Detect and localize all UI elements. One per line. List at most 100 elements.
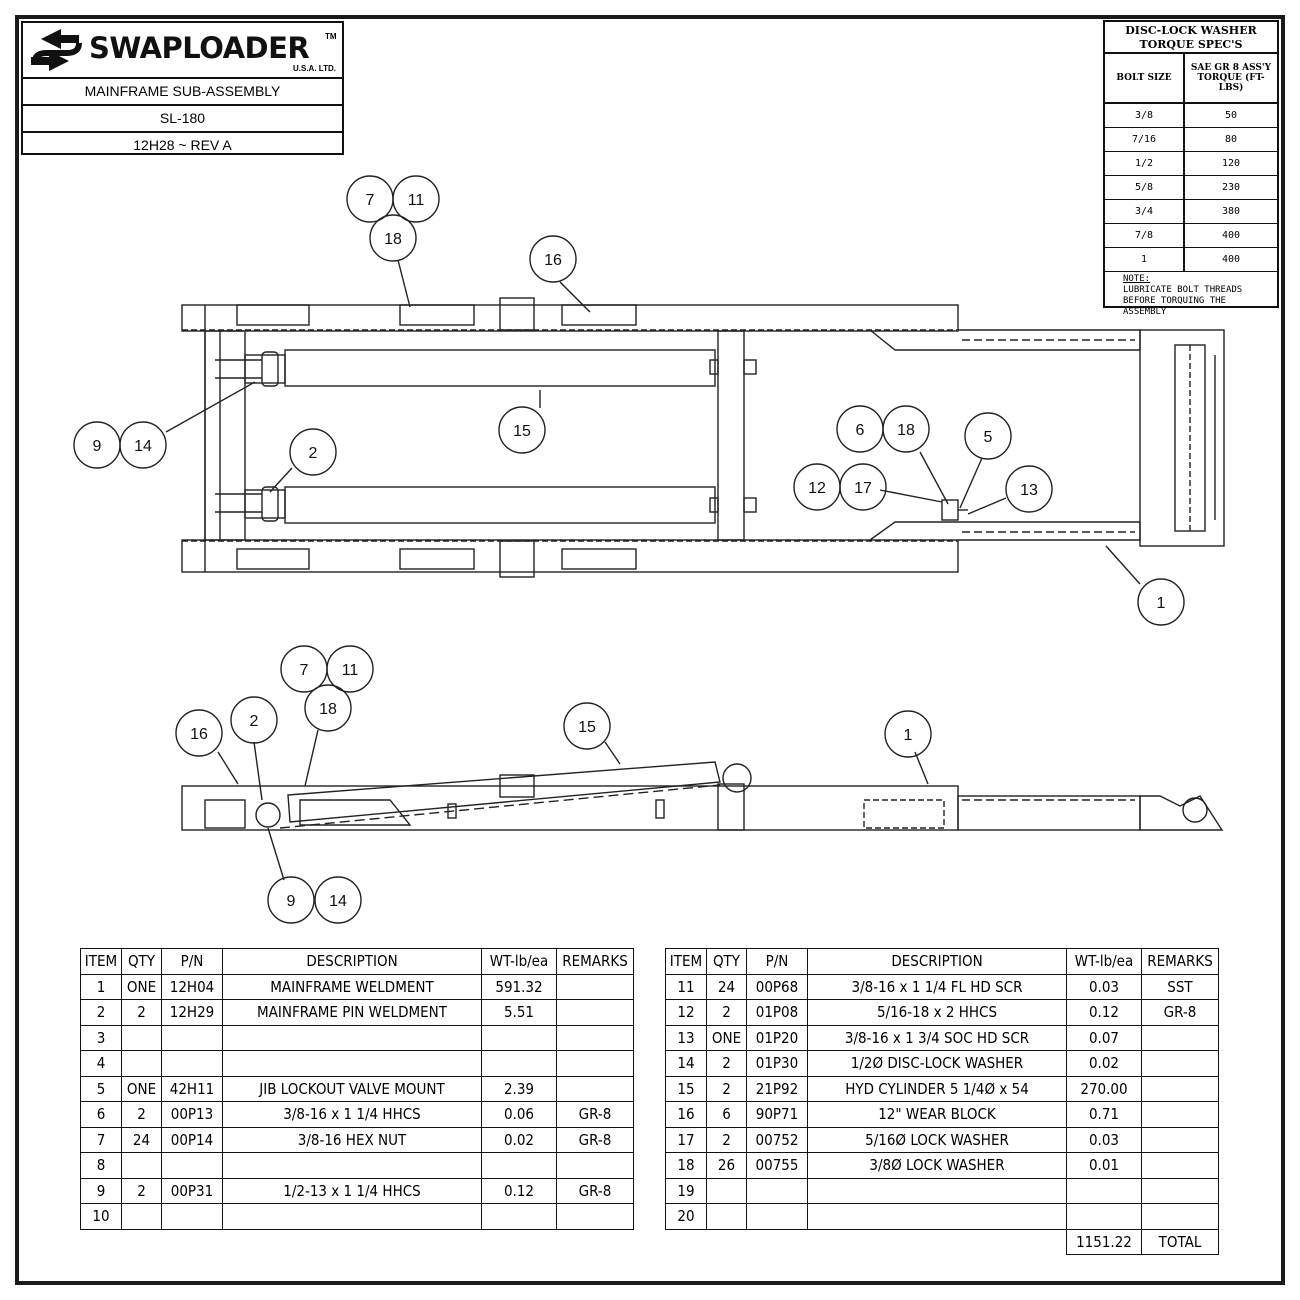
item-description: 3/8Ø LOCK WASHER (807, 1152, 1067, 1179)
item-part-number (161, 1050, 223, 1077)
item-remarks (556, 1050, 634, 1077)
col-item: ITEM (665, 948, 707, 975)
item-qty: ONE (706, 1024, 747, 1051)
item-number: 16 (665, 1101, 707, 1128)
item-qty: ONE (121, 1075, 162, 1102)
torque-value: 400 (1184, 223, 1277, 248)
item-part-number: 00P31 (161, 1177, 223, 1204)
torque-spec-table: DISC-LOCK WASHER TORQUE SPEC'S BOLT SIZE… (1103, 20, 1279, 317)
total-label: TOTAL (1141, 1228, 1219, 1255)
bolt-size: 7/16 (1105, 127, 1185, 152)
item-number: 3 (80, 1024, 122, 1051)
item-number: 11 (665, 973, 707, 1000)
item-remarks (1141, 1050, 1219, 1077)
item-part-number (746, 1203, 808, 1230)
col-qty: QTY (706, 948, 747, 975)
note-label: NOTE: (1123, 274, 1151, 284)
item-remarks: GR-8 (556, 1177, 634, 1204)
balloon-label: 18 (319, 701, 337, 718)
item-qty (121, 1152, 162, 1179)
item-number: 9 (80, 1177, 122, 1204)
col-pn: P/N (746, 948, 808, 975)
item-number: 13 (665, 1024, 707, 1051)
torque-value: 50 (1184, 103, 1277, 128)
torque-value: 380 (1184, 199, 1277, 224)
item-description: MAINFRAME WELDMENT (222, 973, 482, 1000)
item-remarks (1141, 1126, 1219, 1153)
torque-spec-title: DISC-LOCK WASHER TORQUE SPEC'S (1105, 22, 1277, 54)
drawing-number: 12H28 ~ REV A (133, 137, 232, 153)
item-description: 1/2Ø DISC-LOCK WASHER (807, 1050, 1067, 1077)
item-part-number: 12H29 (161, 999, 223, 1026)
balloon-label: 14 (329, 893, 347, 910)
item-weight: 270.00 (1066, 1075, 1142, 1102)
item-description (222, 1050, 482, 1077)
balloon-label: 9 (93, 438, 102, 455)
balloon-label: 15 (578, 719, 596, 736)
model-number: SL-180 (23, 106, 342, 133)
item-weight (481, 1203, 557, 1230)
item-description: 3/8-16 HEX NUT (222, 1126, 482, 1153)
balloon-label: 5 (984, 429, 993, 446)
item-description (807, 1177, 1067, 1204)
item-weight: 0.12 (1066, 999, 1142, 1026)
item-description: HYD CYLINDER 5 1/4Ø x 54 (807, 1075, 1067, 1102)
item-number: 12 (665, 999, 707, 1026)
item-number: 14 (665, 1050, 707, 1077)
item-qty: 2 (706, 1050, 747, 1077)
item-weight (1066, 1177, 1142, 1204)
col-item: ITEM (80, 948, 122, 975)
torque-value: 400 (1184, 247, 1277, 272)
bom-header-row: ITEM QTY P/N DESCRIPTION WT-lb/ea REMARK… (665, 948, 1219, 975)
item-weight: 0.01 (1066, 1152, 1142, 1179)
bom-table-right: ITEM QTY P/N DESCRIPTION WT-lb/ea REMARK… (665, 948, 1219, 1255)
top-view (181, 297, 1225, 578)
bom-row: 4 (80, 1050, 634, 1077)
item-weight (481, 1050, 557, 1077)
item-remarks (1141, 1152, 1219, 1179)
bom-row: 10 (80, 1203, 634, 1230)
item-remarks (556, 1075, 634, 1102)
item-description: 12" WEAR BLOCK (807, 1101, 1067, 1128)
balloon-label: 11 (408, 192, 425, 209)
item-qty: 24 (121, 1126, 162, 1153)
item-weight: 591.32 (481, 973, 557, 1000)
item-remarks (1141, 1203, 1219, 1230)
item-weight: 0.07 (1066, 1024, 1142, 1051)
item-part-number: 12H04 (161, 973, 223, 1000)
torque-value: 230 (1184, 175, 1277, 200)
balloon-label: 14 (134, 438, 152, 455)
balloon-label: 17 (854, 480, 872, 497)
bom-header-row: ITEM QTY P/N DESCRIPTION WT-lb/ea REMARK… (80, 948, 634, 975)
col-pn: P/N (161, 948, 223, 975)
torque-value: 120 (1184, 151, 1277, 176)
bolt-size: 7/8 (1105, 223, 1185, 248)
item-weight: 0.06 (481, 1101, 557, 1128)
balloon-label: 9 (287, 893, 296, 910)
item-qty (121, 1203, 162, 1230)
item-weight: 0.03 (1066, 973, 1142, 1000)
total-weight: 1151.22 (1066, 1228, 1142, 1255)
item-number: 15 (665, 1075, 707, 1102)
item-number: 10 (80, 1203, 122, 1230)
item-part-number: 00P14 (161, 1126, 223, 1153)
item-description: 5/16Ø LOCK WASHER (807, 1126, 1067, 1153)
item-remarks: GR-8 (1141, 999, 1219, 1026)
item-qty: 2 (121, 999, 162, 1026)
leader-lines (165, 259, 1141, 881)
item-description: JIB LOCKOUT VALVE MOUNT (222, 1075, 482, 1102)
item-description: 3/8-16 x 1 1/4 FL HD SCR (807, 973, 1067, 1000)
item-number: 7 (80, 1126, 122, 1153)
col-weight: WT-lb/ea (1066, 948, 1142, 975)
balloon-label: 1 (904, 727, 913, 744)
balloon-label: 7 (300, 662, 309, 679)
balloon-label: 12 (808, 480, 826, 497)
item-number: 2 (80, 999, 122, 1026)
item-description (222, 1024, 482, 1051)
